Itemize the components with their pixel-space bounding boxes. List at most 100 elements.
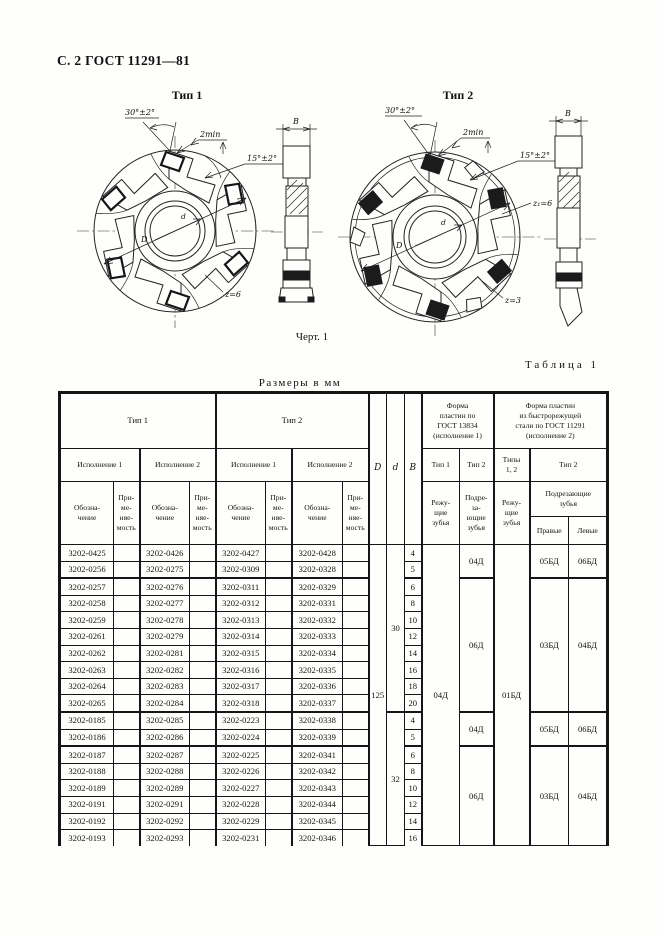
designation-cell: 3202-0257 [60,577,114,596]
width-B-label: B [564,109,571,118]
applicability-cell [113,795,140,814]
dim-d-cell: 32 [386,710,405,847]
designation-header: Обозна- чение [138,481,190,545]
applicability-cell [342,779,369,797]
applicability-cell [189,745,216,764]
designation-cell: 3202-0316 [214,661,266,679]
face-angle-annotation: 15°±2° [204,141,283,179]
applicability-cell [189,795,216,814]
angle-15-label: 15°±2° [520,151,550,160]
hss-right-teeth-cell: 03БД [528,577,570,713]
designation-cell: 3202-0314 [214,627,266,646]
carbide-form-header: Форма пластин по ГОСТ 13834 (исполнение … [420,393,495,449]
applicability-cell [113,661,140,679]
applicability-header: При- ме- няе- мость [113,481,140,545]
designation-cell: 3202-0335 [290,661,343,679]
applicability-header: При- ме- няе- мость [265,481,292,545]
units-note: Размеры в мм [258,377,342,389]
designation-cell: 3202-0262 [60,644,114,663]
applicability-cell [189,560,216,579]
hss-right-teeth-cell: 03БД [528,745,570,847]
figure-type1-title: Тип 1 [171,88,203,102]
applicability-cell [265,694,292,713]
angle-30-label: 30°±2° [125,108,155,117]
applicability-cell [189,661,216,679]
designation-cell: 3202-0256 [60,560,114,579]
applicability-header: При- ме- няе- мость [342,481,369,545]
applicability-cell [342,644,369,663]
dim-B-cell: 12 [404,795,422,814]
designation-cell: 3202-0428 [290,544,343,562]
cutting-teeth-header: Режу- щие зубья [420,481,460,545]
applicability-cell [113,611,140,629]
applicability-cell [113,762,140,781]
applicability-cell [342,762,369,781]
dim-B-cell: 10 [404,611,422,629]
designation-cell: 3202-0292 [138,812,190,831]
designation-cell: 3202-0192 [60,812,114,831]
designation-cell: 3202-0332 [290,611,343,629]
designation-header: Обозна- чение [214,481,266,545]
dim-B-cell: 6 [404,745,422,764]
designation-cell: 3202-0286 [138,728,190,747]
designation-cell: 3202-0188 [60,762,114,781]
type2-group-header: Тип 2 [214,393,369,449]
exec2-header: Исполнение 2 [138,448,216,482]
applicability-cell [113,594,140,613]
carbide-type1-header: Тип 1 [420,448,460,482]
carbide-form-type1-cell: 04Д [420,543,460,847]
left-teeth-header: Левые [568,516,608,545]
designation-cell: 3202-0275 [138,560,190,579]
designation-cell: 3202-0285 [138,710,190,730]
exec1-header: Исполнение 1 [214,448,292,482]
exec1-header: Исполнение 1 [60,448,140,482]
applicability-cell [113,544,140,562]
designation-cell: 3202-0293 [138,829,190,846]
hss-left-teeth-cell: 04БД [568,745,608,847]
hss-left-teeth-cell: 06БД [568,710,608,747]
applicability-cell [265,627,292,646]
len-min-label: 2min [462,128,483,137]
designation-header: Обозна- чение [290,481,343,545]
dia-d-label: d [441,218,446,227]
dim-B-cell: 8 [404,594,422,613]
dim-B-header: B [404,393,422,545]
right-teeth-header: Правые [528,516,570,545]
type2-cutter-drawing: D d 30°±2° 2min 15°±2° [338,106,596,336]
applicability-cell [342,812,369,831]
carbide-form-type2-cell: 04Д [458,544,495,579]
teeth-count-annotation: z=6 [204,274,241,299]
designation-cell: 3202-0344 [290,795,343,814]
designation-cell: 3202-0226 [214,762,266,781]
applicability-cell [342,661,369,679]
designation-cell: 3202-0318 [214,694,266,713]
applicability-cell [113,728,140,747]
applicability-cell [189,611,216,629]
dim-d-cell: 30 [386,543,405,713]
hss-form-types12-cell: 01БД [492,543,531,847]
applicability-cell [189,812,216,831]
applicability-cell [189,627,216,646]
overhang-annotation: 2min [437,128,490,157]
dim-B-cell: 14 [404,644,422,663]
dim-D-cell: 125 [367,543,387,847]
designation-cell: 3202-0341 [290,745,343,764]
applicability-cell [113,577,140,596]
dimensions-table-wrap: Тип 1 Тип 2 D d B Форма пластин по ГОСТ … [58,391,610,847]
applicability-cell [342,745,369,764]
face-angle-annotation: 15°±2° [469,140,556,181]
dia-D-label: D [140,235,148,244]
applicability-cell [342,627,369,646]
designation-cell: 3202-0191 [60,795,114,814]
applicability-cell [265,544,292,562]
dia-D-label: D [395,241,403,250]
designation-header: Обозна- чение [60,481,114,545]
width-B-dimension: B [276,117,317,146]
carbide-form-type2-cell: 06Д [458,577,495,713]
applicability-cell [342,560,369,579]
applicability-cell [189,762,216,781]
carbide-form-type2-cell: 06Д [458,745,495,847]
applicability-cell [265,728,292,747]
designation-cell: 3202-0291 [138,795,190,814]
